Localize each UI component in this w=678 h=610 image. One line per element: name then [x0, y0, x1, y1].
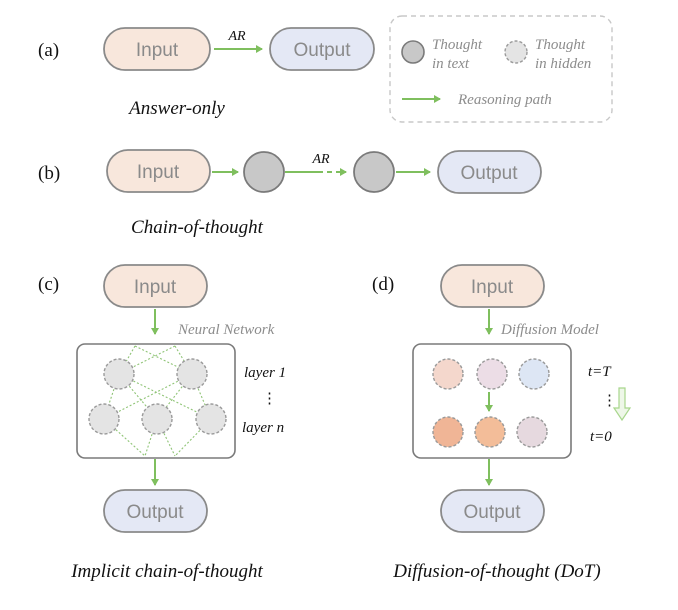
- panel-b-output-text: Output: [460, 163, 518, 184]
- panel-b-input-box: [106, 149, 211, 193]
- panel-a-input-text: Input: [136, 40, 179, 61]
- panel-c-output-text: Output: [126, 502, 184, 523]
- panel-c-output-box: [103, 489, 208, 533]
- panel-d-t-top: t=T: [588, 364, 612, 380]
- panel-d-input-text: Input: [471, 277, 514, 298]
- panel-a-caption: Answer-only: [127, 98, 225, 119]
- panel-c-hidden-node: [141, 403, 173, 435]
- panel-b: (b) Input AR Output Chain-of-thought: [38, 149, 542, 238]
- panel-b-caption: Chain-of-thought: [131, 217, 264, 238]
- panel-a-ar-label: AR: [227, 29, 246, 44]
- panel-d: (d) Input Diffusion Model t=T ⋮ t=0 Outp…: [372, 264, 632, 582]
- panel-d-denoised-thought: [474, 416, 506, 448]
- panel-d-noisy-thought: [518, 358, 550, 390]
- panel-b-output-box: [437, 150, 542, 194]
- panel-d-output-text: Output: [463, 502, 521, 523]
- panel-d-noisy-thought: [476, 358, 508, 390]
- panel-c-layer-n: layer n: [242, 420, 284, 436]
- panel-c-hidden-node: [88, 403, 120, 435]
- panel-c: (c) Input Neural Network layer 1: [38, 264, 286, 582]
- legend-thought-text-line1: Thought: [432, 37, 483, 53]
- panel-a-input-box: [103, 27, 211, 71]
- panel-b-thought-node-1: [243, 151, 285, 193]
- panel-d-caption: Diffusion-of-thought (DoT): [392, 561, 600, 582]
- panel-c-caption: Implicit chain-of-thought: [70, 561, 263, 582]
- panel-c-network-label: Neural Network: [177, 322, 275, 338]
- panel-d-denoised-thought: [516, 416, 548, 448]
- panel-c-hidden-node: [195, 403, 227, 435]
- panel-c-input-text: Input: [134, 277, 177, 298]
- panel-c-layer-ellipsis: ⋮: [262, 391, 277, 407]
- legend-thought-in-hidden-node: [504, 40, 528, 64]
- panel-c-layer-1: layer 1: [244, 365, 286, 381]
- panel-a-output-box: [269, 27, 375, 71]
- panel-b-thought-node-2: [353, 151, 395, 193]
- legend-reasoning-path: Reasoning path: [457, 92, 552, 108]
- panel-d-label: (d): [372, 274, 394, 295]
- panel-c-label: (c): [38, 274, 59, 295]
- panel-d-t-ellipsis: ⋮: [602, 393, 617, 409]
- panel-c-hidden-node: [103, 358, 135, 390]
- panel-d-model-label: Diffusion Model: [500, 322, 599, 338]
- panel-c-input-box: [103, 264, 208, 308]
- panel-c-network-box: [76, 343, 236, 459]
- panel-a-output-text: Output: [293, 40, 351, 61]
- panel-d-input-box: [440, 264, 545, 308]
- panel-a: (a) Input AR Output Answer-only: [38, 27, 375, 119]
- legend-thought-text-line2: in text: [432, 56, 470, 72]
- panel-b-input-text: Input: [137, 162, 180, 183]
- legend-border: [389, 15, 613, 123]
- legend-thought-in-text-node: [401, 40, 425, 64]
- panel-d-time-arrow-icon: [612, 387, 632, 422]
- legend: Thought in text Thought in hidden Reason…: [389, 15, 613, 123]
- legend-thought-hidden-line1: Thought: [535, 37, 586, 53]
- panel-b-label: (b): [38, 163, 60, 184]
- panel-c-hidden-node: [176, 358, 208, 390]
- panel-b-ar-label: AR: [311, 152, 330, 167]
- panel-d-output-box: [440, 489, 545, 533]
- panel-d-noisy-thought: [432, 358, 464, 390]
- legend-thought-hidden-line2: in hidden: [535, 56, 591, 72]
- panel-a-label: (a): [38, 40, 59, 61]
- panel-d-t-bottom: t=0: [590, 429, 612, 445]
- panel-d-denoised-thought: [432, 416, 464, 448]
